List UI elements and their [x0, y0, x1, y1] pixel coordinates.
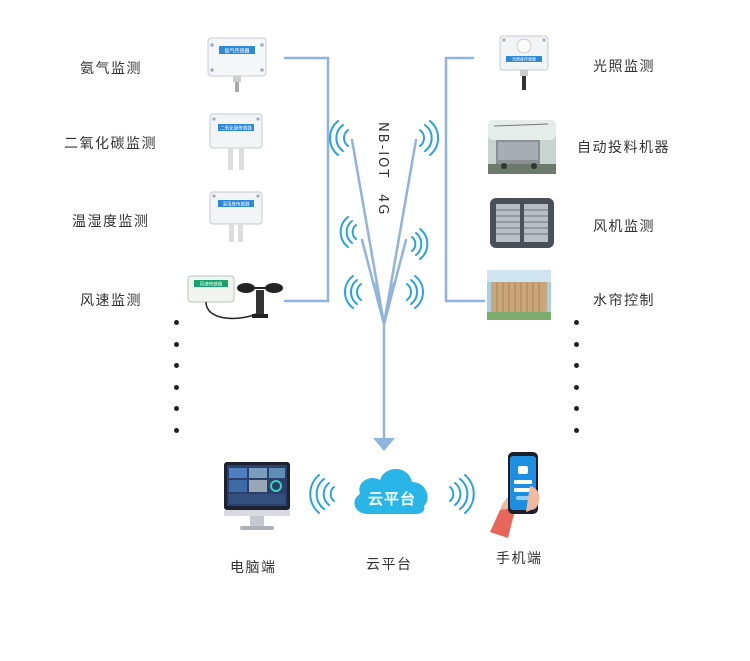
fan-monitor-label: 风机监测 [593, 219, 655, 235]
feeder-machine-label: 自动投料机器 [577, 140, 670, 156]
water-curtain-label: 水帘控制 [593, 293, 655, 309]
signal-waves-icon [449, 474, 475, 514]
ammonia-monitor-label: 氨气监测 [80, 61, 142, 77]
left-connector-line [283, 56, 330, 303]
down-arrow-icon [373, 438, 395, 451]
cloud-platform-caption: 云平台 [366, 557, 413, 573]
antenna-line [372, 281, 386, 326]
antenna-line [350, 138, 386, 326]
ammonia-sensor-icon: 氨气传感器 [206, 36, 268, 96]
more-sensors-ellipsis [174, 320, 180, 449]
cloud-inner-label: 云平台 [368, 490, 417, 508]
signal-waves-icon [309, 474, 335, 514]
phone-caption: 手机端 [496, 551, 543, 567]
svg-text:氨气传感器: 氨气传感器 [224, 48, 249, 55]
signal-waves-icon [344, 275, 362, 309]
anemometer-icon: 风速传感器 [186, 272, 286, 332]
cloud-platform-icon [350, 462, 432, 522]
antenna-line [382, 281, 396, 326]
antenna-line [382, 138, 418, 326]
co2-sensor-icon: 二氧化碳传感器 [208, 112, 264, 176]
svg-text:风速传感器: 风速传感器 [200, 281, 223, 288]
feeder-machine-icon [488, 120, 556, 178]
svg-text:二氧化碳传感器: 二氧化碳传感器 [220, 125, 252, 132]
network-label-nbiot: NB-IOT [375, 122, 390, 180]
svg-text:光照度传感器: 光照度传感器 [512, 56, 536, 62]
co2-monitor-label: 二氧化碳监测 [64, 136, 157, 152]
fan-icon [490, 198, 554, 252]
signal-waves-icon [411, 228, 429, 260]
temp-humidity-sensor-icon: 温湿度传感器 [208, 190, 264, 250]
wind-speed-monitor-label: 风速监测 [80, 293, 142, 309]
network-label-4g: 4G [375, 194, 390, 217]
temp-humidity-monitor-label: 温湿度监测 [72, 214, 150, 230]
water-curtain-icon [487, 270, 551, 324]
more-devices-ellipsis [574, 320, 580, 449]
desktop-monitor-icon [222, 462, 292, 538]
mobile-phone-icon [486, 452, 544, 544]
light-sensor-icon: 光照度传感器 [498, 32, 550, 98]
signal-waves-icon [406, 275, 424, 309]
signal-waves-icon [328, 120, 349, 156]
right-connector-line [444, 56, 486, 303]
signal-waves-icon [419, 120, 440, 156]
pc-caption: 电脑端 [230, 560, 277, 576]
svg-text:温湿度传感器: 温湿度传感器 [223, 201, 250, 208]
signal-waves-icon [339, 216, 357, 248]
light-monitor-label: 光照监测 [593, 59, 655, 75]
